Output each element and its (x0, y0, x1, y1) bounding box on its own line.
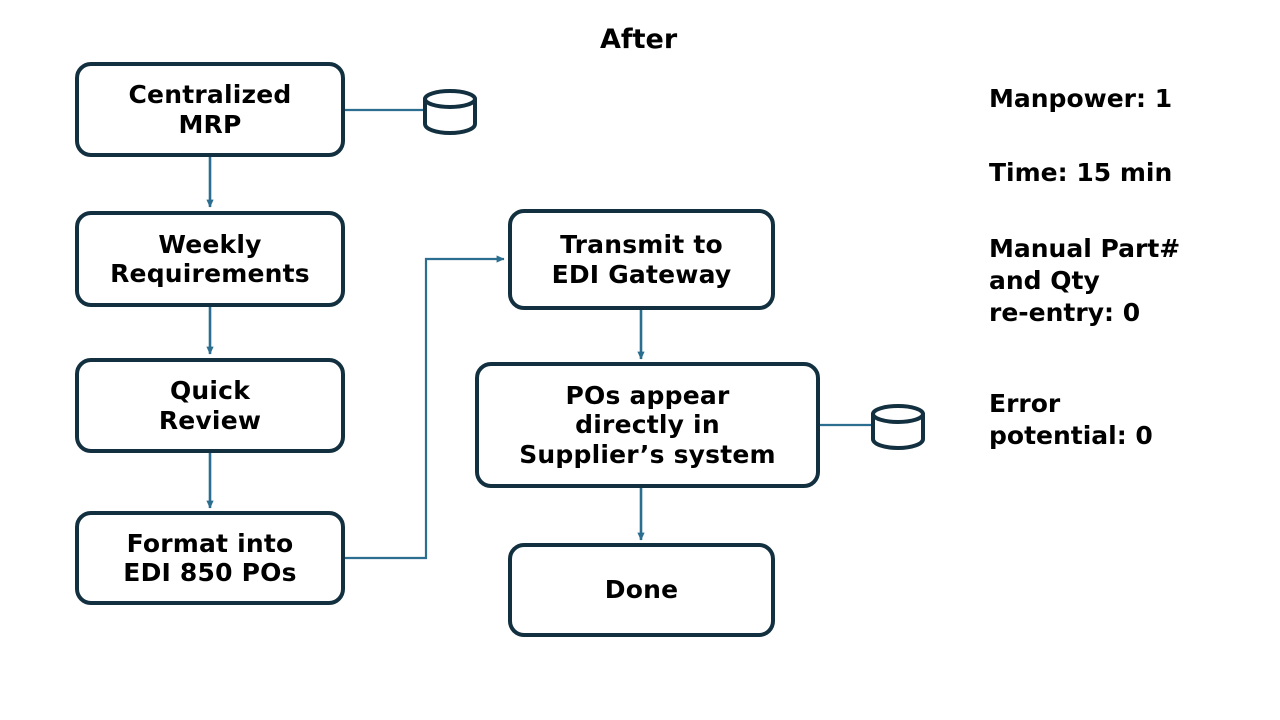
node-done[interactable]: Done (508, 543, 775, 637)
database-cylinder-icon (871, 404, 925, 451)
diagram-title: After (600, 24, 678, 55)
database-cylinder-icon (423, 89, 477, 136)
stat-error-potential: Error potential: 0 (989, 389, 1153, 450)
stat-manual-reentry: Manual Part# and Qty re-entry: 0 (989, 234, 1181, 327)
node-weekly-requirements[interactable]: Weekly Requirements (75, 211, 345, 307)
node-format-edi-850[interactable]: Format into EDI 850 POs (75, 511, 345, 605)
node-transmit-edi-gateway[interactable]: Transmit to EDI Gateway (508, 209, 775, 310)
stat-time: Time: 15 min (989, 158, 1173, 187)
node-pos-appear-supplier[interactable]: POs appear directly in Supplier’s system (475, 362, 820, 488)
stat-manpower: Manpower: 1 (989, 84, 1173, 113)
node-centralized-mrp[interactable]: Centralized MRP (75, 62, 345, 157)
node-quick-review[interactable]: Quick Review (75, 358, 345, 453)
